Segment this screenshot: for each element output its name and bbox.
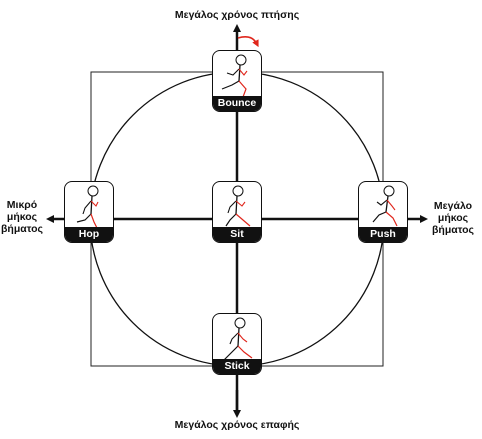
card-bounce: Bounce: [212, 50, 262, 112]
axis-label-bottom: Μεγάλος χρόνος επαφής: [174, 419, 300, 431]
card-hop: Hop: [64, 181, 114, 243]
axis-label-right-line: βήματος: [432, 224, 474, 236]
axis-label-left-line: βήματος: [1, 223, 43, 235]
axis-label-right-line: μήκος: [437, 212, 469, 224]
runner-figure-icon: [221, 54, 248, 98]
axis-label-left-line: Μικρό: [6, 199, 38, 211]
card-label: Hop: [65, 227, 113, 242]
card-sit: Sit: [212, 181, 262, 243]
card-stick: Stick: [212, 313, 262, 375]
axis-label-right-line: Μεγάλο: [433, 200, 473, 212]
bounce-rotation-arrow: [237, 36, 259, 48]
card-push: Push: [358, 181, 408, 243]
axis-label-top: Μεγάλος χρόνος πτήσης: [174, 9, 300, 21]
runner-figure-icon: [76, 185, 99, 229]
runner-figure-icon: [372, 185, 398, 227]
card-label: Sit: [213, 227, 261, 242]
runner-figure-icon: [225, 185, 251, 227]
axis-label-left-line: μήκος: [6, 211, 38, 223]
axis-label-right: Μεγάλο μήκος βήματος: [428, 200, 478, 236]
card-label: Stick: [213, 359, 261, 374]
axis-label-left: Μικρό μήκος βήματος: [0, 199, 44, 235]
card-label: Push: [359, 227, 407, 242]
runner-figure-icon: [223, 317, 253, 361]
card-label: Bounce: [213, 96, 261, 111]
